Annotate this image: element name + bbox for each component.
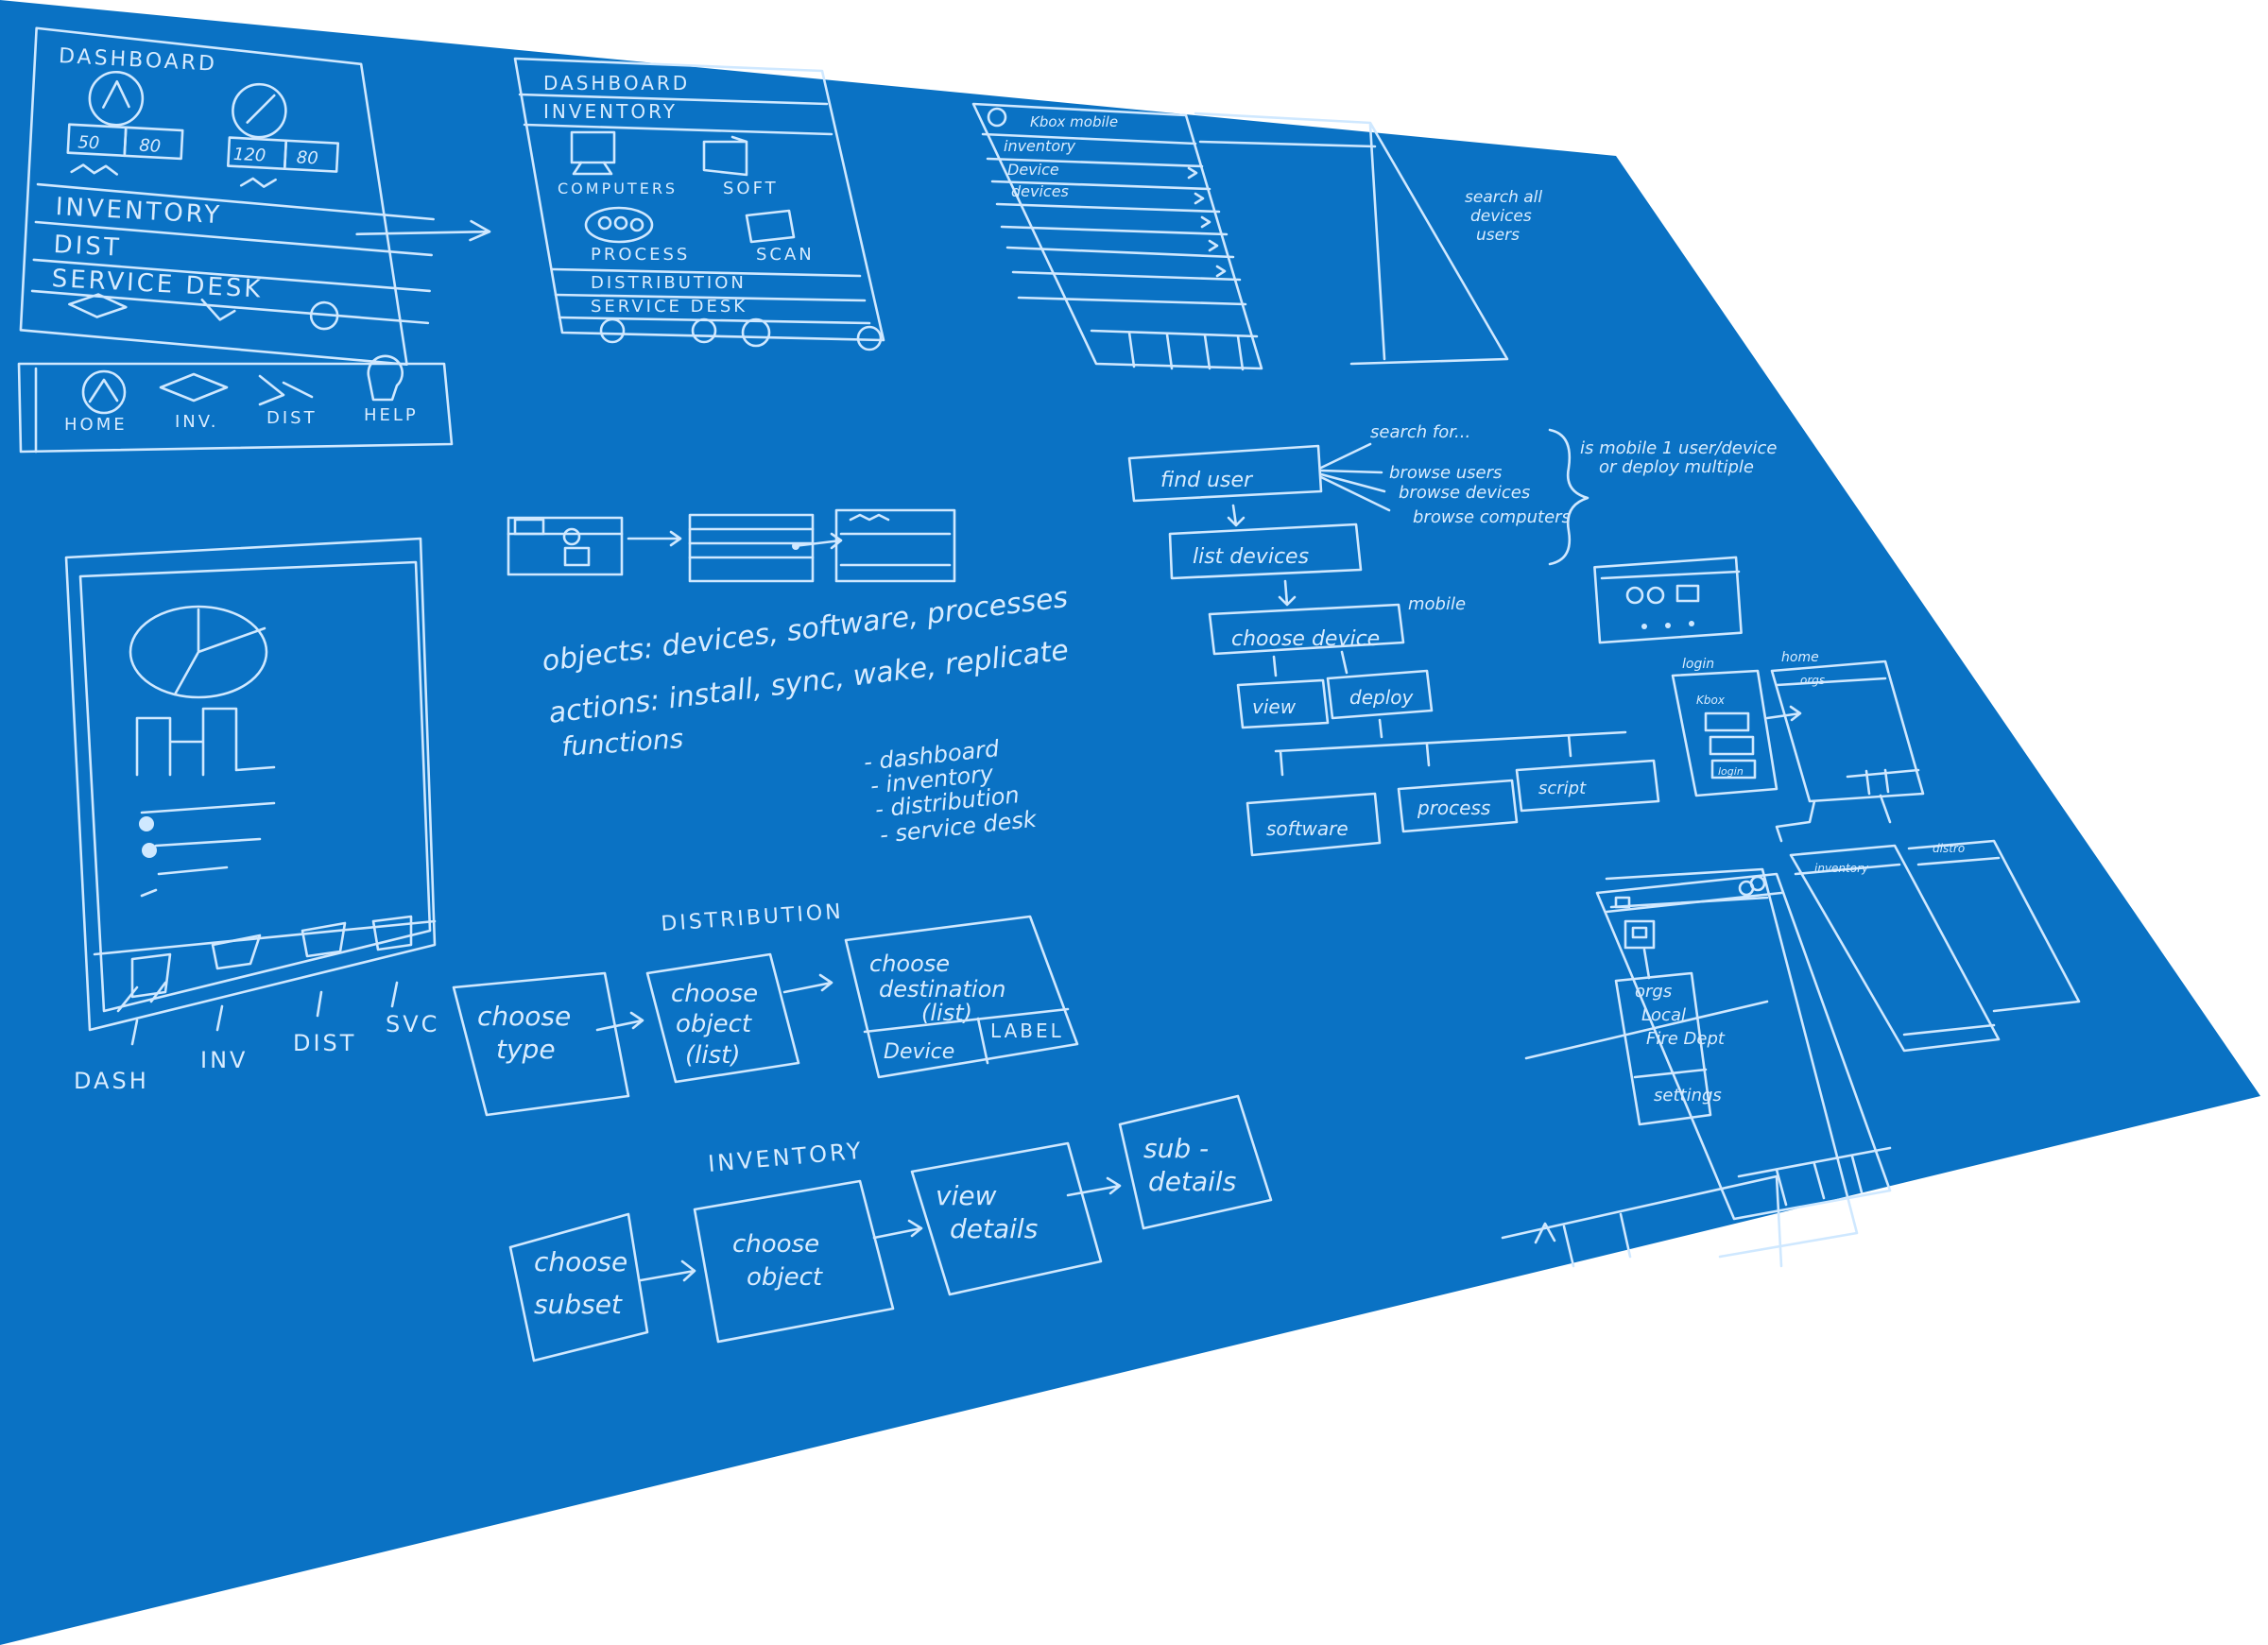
menu-orgs: orgs xyxy=(1635,982,1672,1002)
dist-choose-object-1: choose xyxy=(671,980,758,1008)
node-deploy: deploy xyxy=(1349,686,1414,709)
mini-mockups: login Kbox login home orgs inventory dis… xyxy=(1501,556,2081,1268)
option-browse-users: browse users xyxy=(1389,463,1502,483)
menu-service-desk-2: SERVICE DESK xyxy=(591,297,747,317)
flow-find-user: find user list devices choose device mob… xyxy=(1127,422,1778,857)
search-note-2: devices xyxy=(1470,207,1532,226)
inventory-screen-header: INVENTORY xyxy=(543,100,678,123)
tab-home: HOME xyxy=(64,415,128,435)
inv-choose-subset-1: choose xyxy=(534,1246,627,1277)
mini-login-button: login xyxy=(1718,765,1744,778)
dist-choose-object-3: (list) xyxy=(685,1041,740,1070)
mini-orgs: orgs xyxy=(1800,674,1825,687)
tile-scan: SCAN xyxy=(756,245,815,265)
bracket-note-2: or deploy multiple xyxy=(1599,457,1754,477)
tile-computers: COMPUTERS xyxy=(558,180,678,197)
phone-tab-dash: DASH xyxy=(74,1068,149,1094)
mini-login-label: login xyxy=(1682,657,1714,672)
mockup-inventory: DASHBOARD INVENTORY COMPUTERS SOFT PROCE… xyxy=(513,57,885,351)
dist-choose-destination-1: choose xyxy=(869,951,950,977)
option-browse-devices: browse devices xyxy=(1399,483,1530,503)
tile-soft: SOFT xyxy=(723,179,779,198)
node-find-user: find user xyxy=(1160,469,1254,492)
stat-4: 80 xyxy=(296,147,318,168)
search-note-3: users xyxy=(1476,226,1520,245)
mobile-note: mobile xyxy=(1408,594,1466,614)
tab-inv: INV. xyxy=(175,412,219,432)
search-note-1: search all xyxy=(1465,188,1542,207)
menu-local: Local xyxy=(1641,1005,1686,1025)
mockup-list: Kbox mobile inventory Device devices sea… xyxy=(971,102,1542,371)
option-browse-computers: browse computers xyxy=(1413,507,1571,527)
inv-view-details-1: view xyxy=(936,1180,997,1211)
inv-sub-details-1: sub - xyxy=(1143,1133,1209,1164)
list-row-devices: devices xyxy=(1011,182,1069,200)
dist-choose-destination-2: destination xyxy=(879,976,1005,1002)
node-choose-device: choose device xyxy=(1231,627,1380,651)
stat-2: 80 xyxy=(139,136,162,157)
tab-help: HELP xyxy=(364,405,419,425)
inv-choose-object-1: choose xyxy=(732,1230,819,1259)
tab-dist: DIST xyxy=(266,408,318,428)
inv-choose-object-2: object xyxy=(747,1263,823,1292)
mini-distro: distro xyxy=(1933,842,1965,855)
mini-kbox: Kbox xyxy=(1696,694,1726,707)
node-list-devices: list devices xyxy=(1193,545,1309,569)
list-row-inventory: inventory xyxy=(1004,137,1076,155)
dist-label: LABEL xyxy=(990,1020,1064,1042)
node-software: software xyxy=(1266,817,1349,840)
mockup-tabbar: HOME INV. DIST HELP xyxy=(17,354,454,454)
phone-tab-inv: INV xyxy=(200,1047,248,1073)
node-view: view xyxy=(1252,695,1297,718)
inv-sub-details-2: details xyxy=(1148,1166,1236,1197)
tile-process: PROCESS xyxy=(591,245,690,265)
node-script: script xyxy=(1538,779,1587,798)
stat-1: 50 xyxy=(77,132,100,153)
menu-distribution: DISTRIBUTION xyxy=(591,273,747,293)
menu-dist: DIST xyxy=(53,231,123,263)
dist-choose-type-2: type xyxy=(496,1034,556,1065)
menu-fire-dept: Fire Dept xyxy=(1646,1029,1726,1049)
node-process: process xyxy=(1417,797,1490,819)
phone-tab-svc: SVC xyxy=(386,1011,439,1037)
list-row-device: Device xyxy=(1007,161,1059,179)
mini-inventory: inventory xyxy=(1814,862,1869,875)
bracket-note-1: is mobile 1 user/device xyxy=(1580,438,1778,458)
dist-device: Device xyxy=(884,1040,954,1064)
inventory-screen-title: DASHBOARD xyxy=(543,72,690,94)
menu-settings: settings xyxy=(1654,1086,1722,1105)
dist-choose-object-2: object xyxy=(676,1010,752,1038)
dist-choose-type-1: choose xyxy=(477,1001,571,1032)
stat-3: 120 xyxy=(232,145,266,166)
mini-wireframes-row xyxy=(507,508,956,583)
phone-tab-dist: DIST xyxy=(293,1030,356,1056)
list-header: Kbox mobile xyxy=(1030,113,1118,130)
search-for-label: search for... xyxy=(1370,422,1470,442)
inv-choose-subset-2: subset xyxy=(534,1289,623,1320)
mockup-phone-large: DASH INV DIST SVC xyxy=(64,537,439,1094)
inv-view-details-2: details xyxy=(950,1213,1038,1244)
mini-home-label: home xyxy=(1781,650,1819,665)
